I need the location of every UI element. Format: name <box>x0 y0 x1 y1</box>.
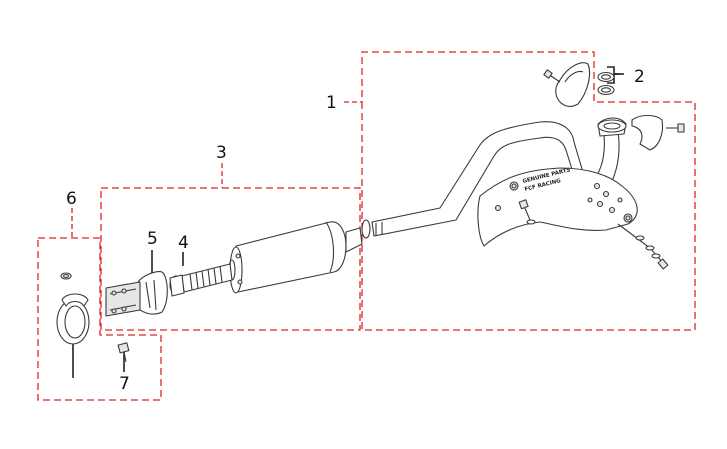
exhaust-clamp <box>56 272 90 345</box>
group-box-6 <box>37 237 162 401</box>
header-flange-clip <box>631 114 685 151</box>
spark-arrester <box>169 263 233 297</box>
callout-4: 4 <box>178 233 189 253</box>
bracket-bolt-left <box>518 199 536 225</box>
flange-bolt <box>666 123 685 133</box>
callout-3: 3 <box>216 143 227 163</box>
callout-1: 1 <box>326 93 337 113</box>
bracket-bolt-right <box>617 223 669 270</box>
callout-2: 2 <box>634 67 645 87</box>
header-pipe: GENUINE PARTS FCF RACING <box>361 117 638 247</box>
muffler <box>228 221 363 294</box>
shield-bolt <box>543 69 561 83</box>
heat-shield <box>543 62 591 107</box>
callout-6: 6 <box>66 189 77 209</box>
group-box-3 <box>100 187 361 331</box>
callout-5: 5 <box>147 229 158 249</box>
callout-7: 7 <box>119 374 130 394</box>
end-cap-cone <box>105 271 168 317</box>
clamp-bolt <box>117 342 130 363</box>
group-box-1 <box>361 51 696 331</box>
gasket-rings <box>597 66 620 96</box>
